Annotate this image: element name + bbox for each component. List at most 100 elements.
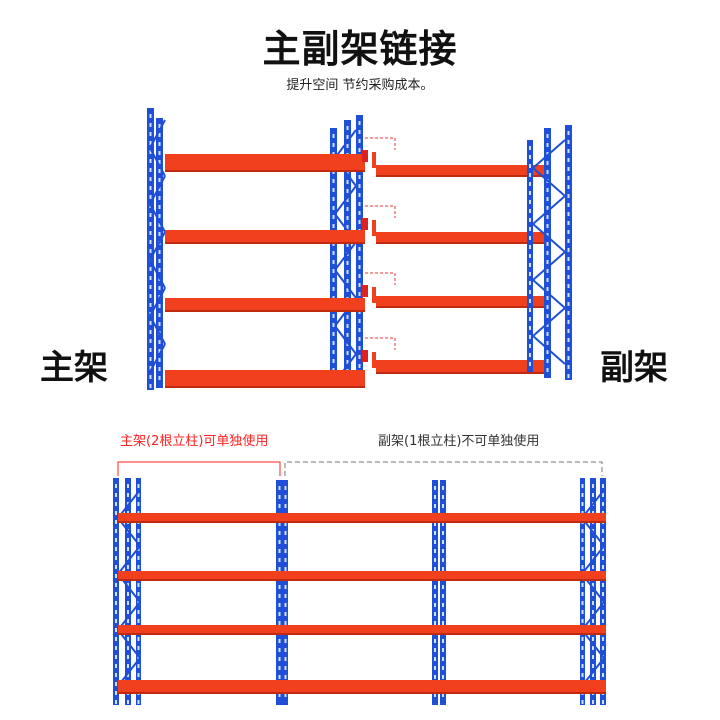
upright-hole: [346, 270, 349, 274]
connector-hook: [362, 150, 368, 162]
upright-hole: [115, 628, 117, 632]
upright-hole: [278, 621, 281, 625]
upright-hole: [546, 341, 549, 345]
upright-hole: [567, 320, 570, 324]
upright-hole: [346, 333, 349, 337]
upright-hole: [149, 186, 152, 190]
upright-hole: [137, 610, 140, 614]
upright: [283, 480, 288, 705]
upright-hole: [278, 612, 281, 616]
upright-hole: [529, 182, 531, 186]
upright-hole: [278, 495, 281, 499]
upright-hole: [137, 484, 140, 488]
upright-hole: [442, 621, 444, 625]
upright-hole: [442, 666, 444, 670]
upright-hole: [158, 286, 161, 290]
beam-shadow: [376, 372, 550, 374]
page-title: 主副架链接: [262, 27, 458, 71]
upright-hole: [284, 585, 287, 589]
upright-hole: [137, 583, 140, 587]
upright-hole: [278, 486, 281, 490]
upright-hole: [149, 303, 152, 307]
upright-hole: [346, 207, 349, 211]
upright-hole: [546, 242, 549, 246]
upright-hole: [149, 114, 152, 118]
upright-hole: [332, 251, 335, 255]
upright-hole: [284, 486, 287, 490]
upright-hole: [567, 212, 570, 216]
upright-hole: [567, 239, 570, 243]
upright-hole: [346, 144, 349, 148]
upright-hole: [529, 227, 531, 231]
brace: [149, 315, 166, 345]
upright-hole: [581, 601, 584, 605]
upright-hole: [592, 583, 594, 587]
upright-hole: [158, 160, 161, 164]
upright-hole: [567, 131, 570, 135]
upright-hole: [158, 214, 161, 218]
upright-hole: [158, 358, 161, 362]
upright-hole: [158, 313, 161, 317]
upright-hole: [602, 664, 604, 668]
upright-hole: [529, 290, 531, 294]
upright-hole: [149, 231, 152, 235]
upright-hole: [529, 173, 531, 177]
upright-hole: [581, 484, 584, 488]
upright-hole: [567, 356, 570, 360]
upright-hole: [137, 700, 140, 704]
connector-plate: [372, 352, 376, 368]
upright-hole: [332, 260, 335, 264]
upright-hole: [529, 281, 531, 285]
upright-hole: [546, 134, 549, 138]
upright: [440, 480, 446, 705]
upright-hole: [434, 486, 436, 490]
upright-hole: [158, 232, 161, 236]
upright-hole: [346, 189, 349, 193]
upright-hole: [358, 184, 361, 188]
upright-hole: [592, 592, 594, 596]
beam-shadow: [165, 310, 365, 312]
upright-hole: [346, 315, 349, 319]
upright-hole: [567, 365, 570, 369]
upright-hole: [434, 621, 436, 625]
brace: [334, 185, 357, 215]
upright-hole: [115, 664, 117, 668]
brace: [532, 195, 566, 225]
upright-hole: [358, 355, 361, 359]
upright-hole: [434, 522, 436, 526]
upright-hole: [137, 529, 140, 533]
upright: [356, 115, 363, 388]
upright-hole: [592, 493, 594, 497]
upright-hole: [546, 251, 549, 255]
upright-hole: [127, 592, 129, 596]
upright-hole: [137, 673, 140, 677]
upright-hole: [546, 269, 549, 273]
upright-hole: [567, 374, 570, 378]
upright-hole: [592, 538, 594, 542]
upright-hole: [592, 664, 594, 668]
upright-hole: [602, 673, 604, 677]
upright-hole: [567, 203, 570, 207]
connector-guide: [365, 137, 396, 150]
upright-hole: [158, 205, 161, 209]
upright-hole: [137, 664, 140, 668]
brace: [149, 175, 166, 205]
upright-hole: [529, 191, 531, 195]
upright-hole: [127, 655, 129, 659]
upright-hole: [602, 529, 604, 533]
upright-hole: [592, 646, 594, 650]
brace: [334, 129, 357, 159]
upright-hole: [278, 639, 281, 643]
upright-hole: [434, 558, 436, 562]
brace: [532, 167, 566, 197]
upright: [590, 478, 596, 705]
sub-rack-label: 副架: [600, 348, 668, 388]
upright-hole: [434, 594, 436, 598]
brace: [532, 307, 566, 337]
upright-hole: [149, 195, 152, 199]
upright-hole: [332, 206, 335, 210]
upright-hole: [546, 224, 549, 228]
upright-hole: [149, 177, 152, 181]
connector-guide: [365, 272, 396, 285]
